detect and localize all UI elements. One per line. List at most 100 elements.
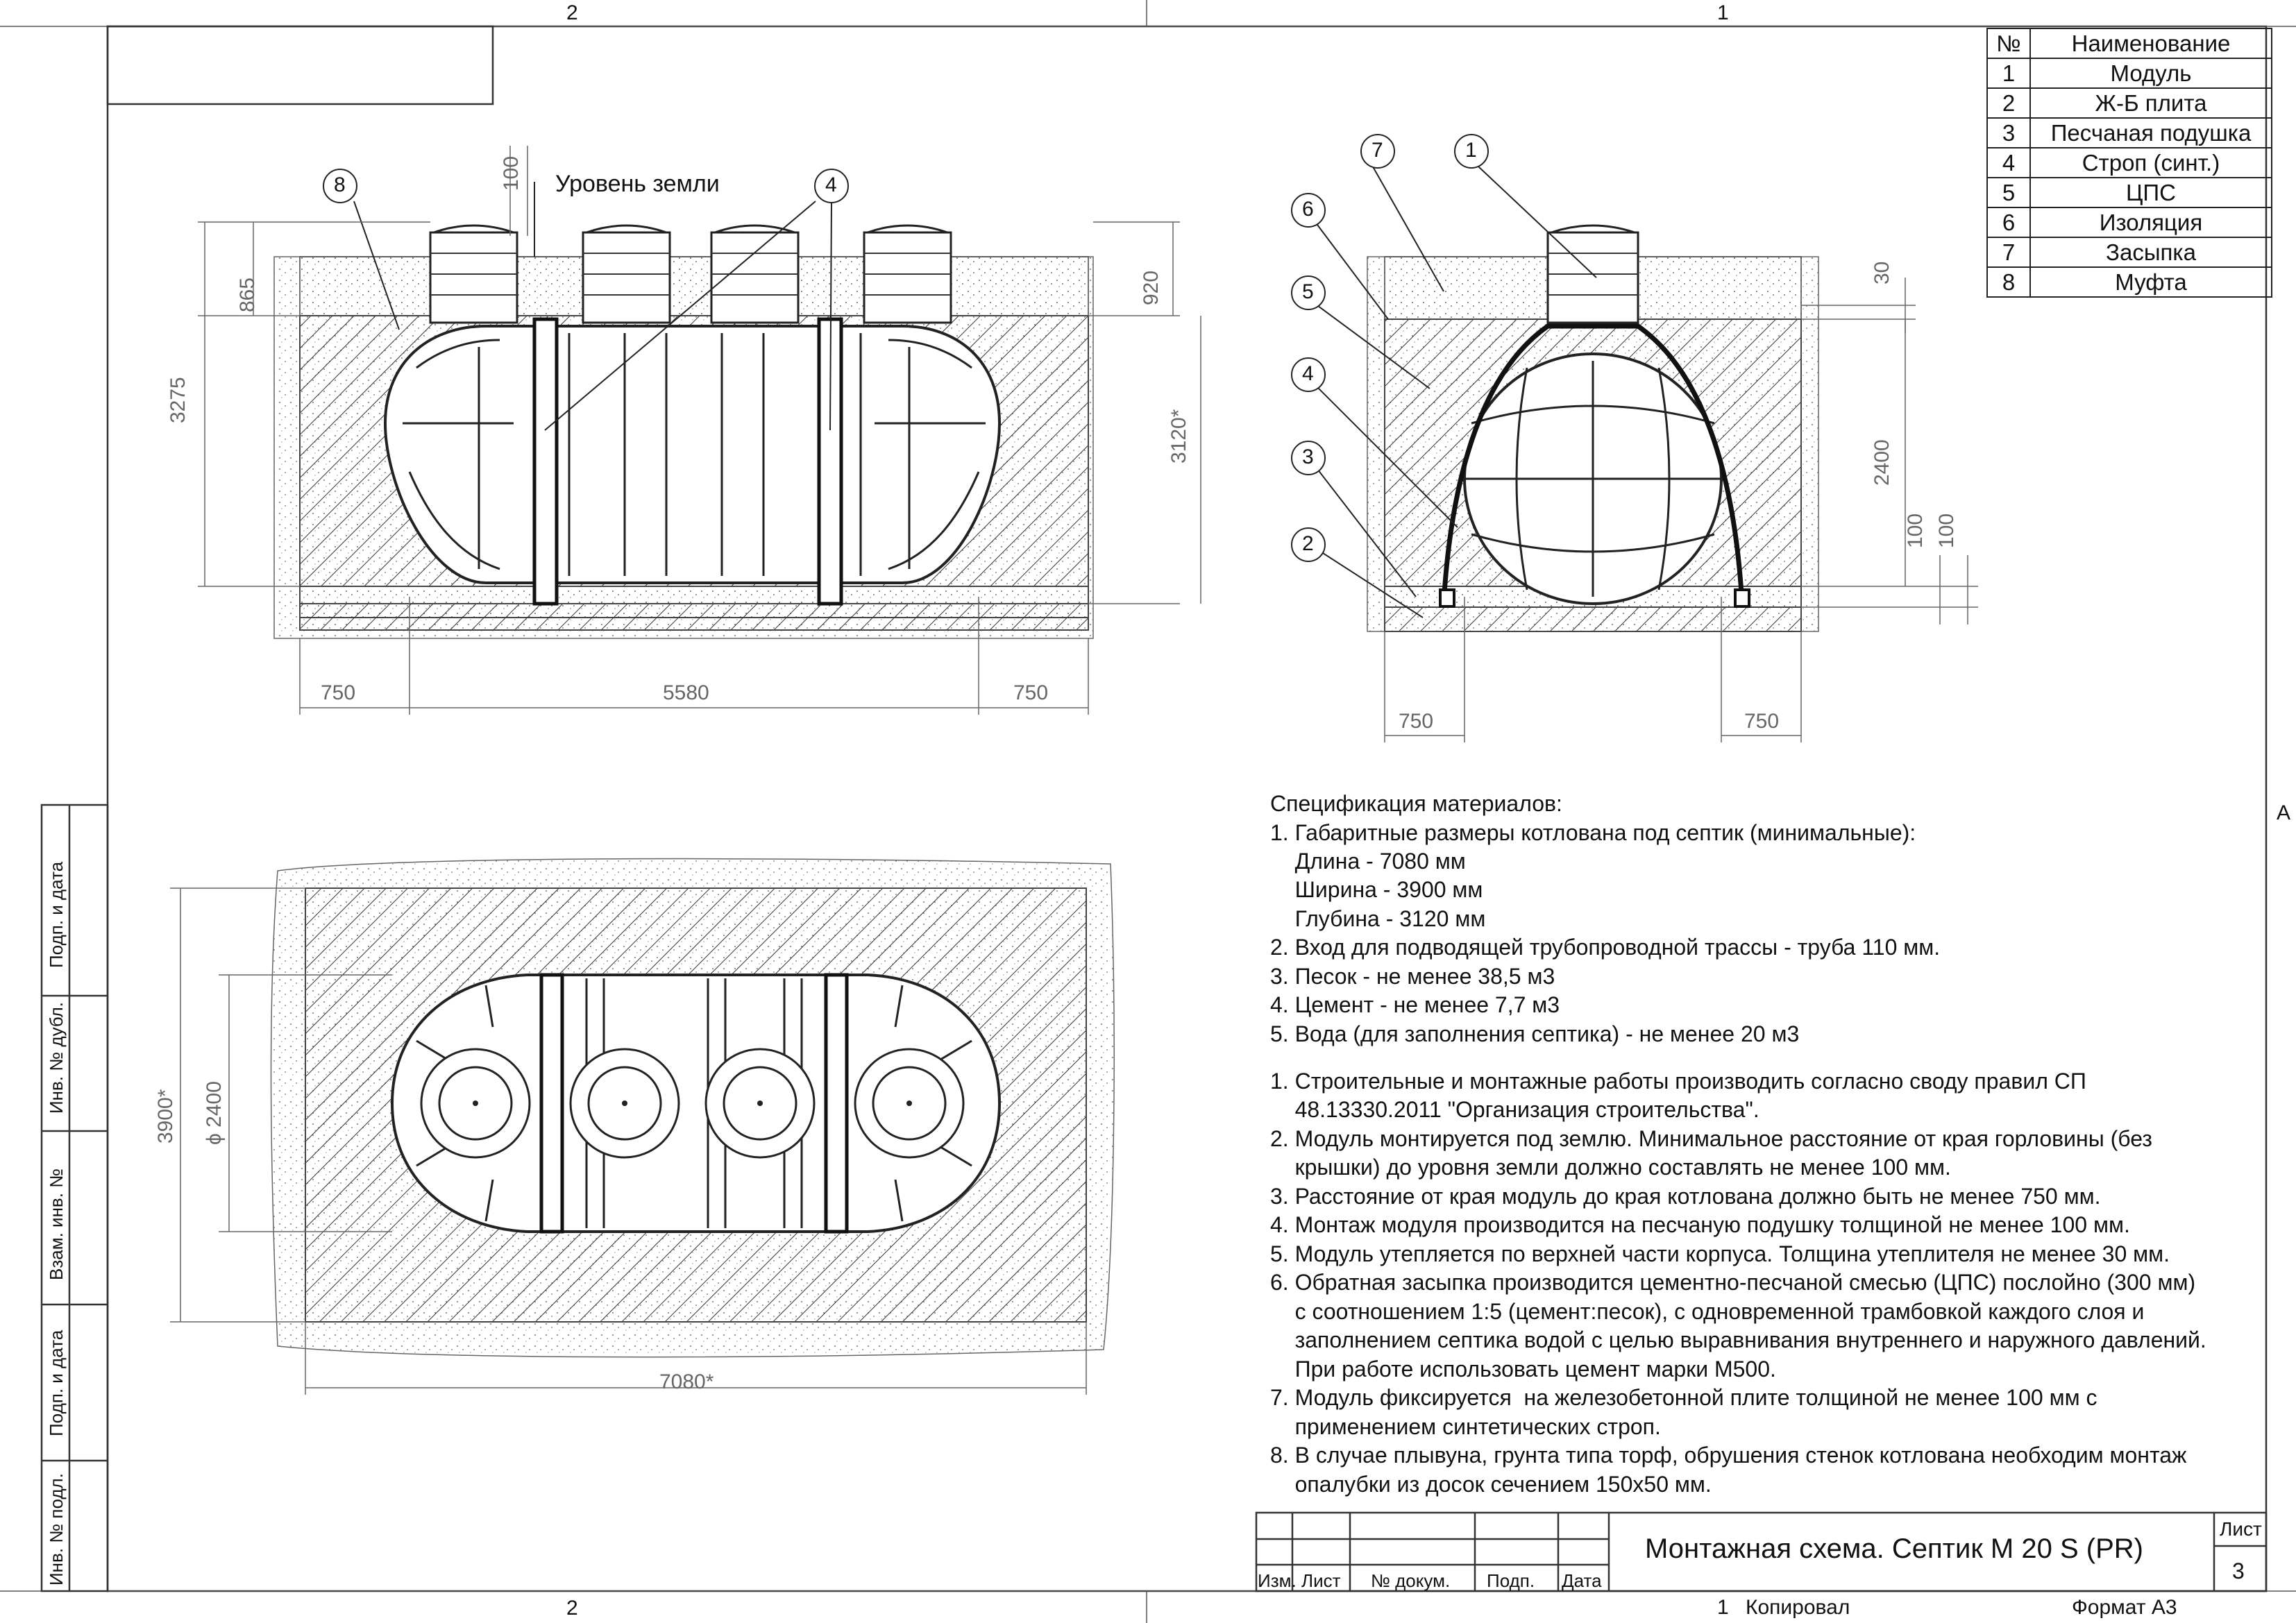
legend-name: Муфта [2029, 266, 2272, 298]
spec-line: 3. Песок - не менее 38,5 м3 [1270, 964, 1555, 989]
spec-line: 2. Вход для подводящей трубопроводной тр… [1270, 935, 1941, 960]
legend-num: 6 [1986, 207, 2031, 238]
tb-col-sign: Подп. [1487, 1570, 1535, 1591]
format-label: Формат А3 [2072, 1596, 2177, 1619]
plan-view [170, 858, 1115, 1395]
dim-2400-diameter: ϕ 2400 [203, 1081, 226, 1145]
sheet-number: 3 [2232, 1558, 2245, 1583]
dim-3275: 3275 [167, 377, 189, 423]
legend-header-num: № [1986, 28, 2031, 59]
spec-line: Ширина - 3900 мм [1270, 877, 1483, 902]
tb-col-date: Дата [1562, 1570, 1602, 1591]
side-stamp-label: Подп. и дата [46, 1329, 67, 1436]
spec-line: Длина - 7080 мм [1270, 849, 1466, 874]
spec-line: заполнением септика водой с целью выравн… [1270, 1327, 2206, 1352]
dim-865: 865 [236, 277, 259, 312]
spec-line: опалубки из досок сечением 150х50 мм. [1270, 1472, 1712, 1497]
spec-line: 8. В случае плывуна, грунта типа торф, о… [1270, 1443, 2187, 1468]
zone-label-top-left: 2 [566, 1, 578, 24]
spec-line: 7. Модуль фиксируется на железобетонной … [1270, 1385, 2097, 1410]
title-block-lines [1255, 1511, 2268, 1592]
zone-label-top-right: 1 [1717, 1, 1729, 24]
section-view [1291, 134, 1978, 742]
callout-2: 2 [1302, 532, 1314, 555]
ground-level-label: Уровень земли [555, 171, 720, 197]
dim-30: 30 [1871, 261, 1893, 284]
drawing-title: Монтажная схема. Септик М 20 S (PR) [1645, 1533, 2143, 1564]
spec-line: 5. Модуль утепляется по верхней части ко… [1270, 1241, 2170, 1266]
callout-7: 7 [1371, 139, 1383, 162]
side-stamp-lines [40, 804, 109, 1592]
side-stamp-label: Подп. и дата [46, 861, 67, 968]
spec-line: 5. Вода (для заполнения септика) - не ме… [1270, 1021, 1800, 1046]
tb-col-list: Лист [1301, 1570, 1341, 1591]
legend-num: 1 [1986, 58, 2031, 89]
tb-col-doc: № докум. [1371, 1570, 1451, 1591]
zone-label-bottom-right: 1 [1717, 1596, 1729, 1619]
spec-line: Глубина - 3120 мм [1270, 906, 1486, 931]
side-stamp-label: Инв. № подл. [46, 1473, 67, 1586]
spec-line: крышки) до уровня земли должно составлят… [1270, 1155, 1951, 1180]
callout-4-section: 4 [1302, 362, 1314, 385]
spec-line: 4. Монтаж модуля производится на песчану… [1270, 1212, 2130, 1237]
legend-header-name: Наименование [2029, 28, 2272, 59]
legend-num: 2 [1986, 87, 2031, 119]
callout-8: 8 [334, 173, 346, 196]
zone-label-right: A [2277, 801, 2291, 824]
legend-num: 8 [1986, 266, 2031, 298]
dim-100b: 100 [1935, 513, 1958, 548]
legend-num: 7 [1986, 237, 2031, 268]
dim-750-left: 750 [321, 681, 356, 704]
legend-name: Модуль [2029, 58, 2272, 89]
spec-line: 48.13330.2011 "Организация строительства… [1270, 1097, 1759, 1122]
dim-750-section-left: 750 [1399, 710, 1434, 733]
spec-line: применением синтетических строп. [1270, 1414, 1661, 1439]
spec-line: 3. Расстояние от края модуль до края кот… [1270, 1184, 2101, 1209]
legend-num: 4 [1986, 147, 2031, 178]
dim-3900: 3900* [154, 1089, 177, 1144]
spec-line: 2. Модуль монтируется под землю. Минимал… [1270, 1126, 2152, 1151]
legend-name: ЦПС [2029, 177, 2272, 208]
dim-5580: 5580 [663, 681, 709, 704]
callout-6: 6 [1302, 198, 1314, 221]
dim-3120: 3120* [1167, 409, 1190, 464]
legend-num: 5 [1986, 177, 2031, 208]
dim-100-top: 100 [500, 155, 523, 191]
dim-750-section-right: 750 [1744, 710, 1780, 733]
dim-7080: 7080* [659, 1370, 714, 1393]
spec-line: 1. Строительные и монтажные работы произ… [1270, 1069, 2086, 1094]
legend-name: Строп (синт.) [2029, 147, 2272, 178]
legend-name: Песчаная подушка [2029, 117, 2272, 148]
tb-col-izm: Изм. [1258, 1570, 1297, 1591]
dim-920: 920 [1140, 270, 1163, 305]
callout-4: 4 [825, 173, 837, 196]
legend-name: Изоляция [2029, 207, 2272, 238]
spec-title: Спецификация материалов: [1270, 791, 1562, 816]
spec-line: При работе использовать цемент марки М50… [1270, 1357, 1776, 1382]
dim-750-right: 750 [1013, 681, 1049, 704]
legend-name: Засыпка [2029, 237, 2272, 268]
sheet-label: Лист [2220, 1518, 2262, 1540]
legend-num: 3 [1986, 117, 2031, 148]
spec-line: 4. Цемент - не менее 7,7 м3 [1270, 992, 1560, 1017]
spec-line: 1. Габаритные размеры котлована под септ… [1270, 820, 1916, 845]
side-view [198, 146, 1201, 715]
callout-5: 5 [1302, 280, 1314, 303]
dim-100a: 100 [1904, 513, 1927, 548]
side-stamp-label: Взам. инв. № [46, 1168, 67, 1280]
zone-label-bottom-left: 2 [566, 1597, 578, 1620]
callout-1: 1 [1465, 139, 1477, 162]
legend-header-row: № Наименование [1986, 28, 2272, 59]
dim-2400-section: 2400 [1871, 439, 1893, 486]
copied-label: Копировал [1746, 1596, 1850, 1619]
spec-line: 6. Обратная засыпка производится цементн… [1270, 1270, 2196, 1295]
